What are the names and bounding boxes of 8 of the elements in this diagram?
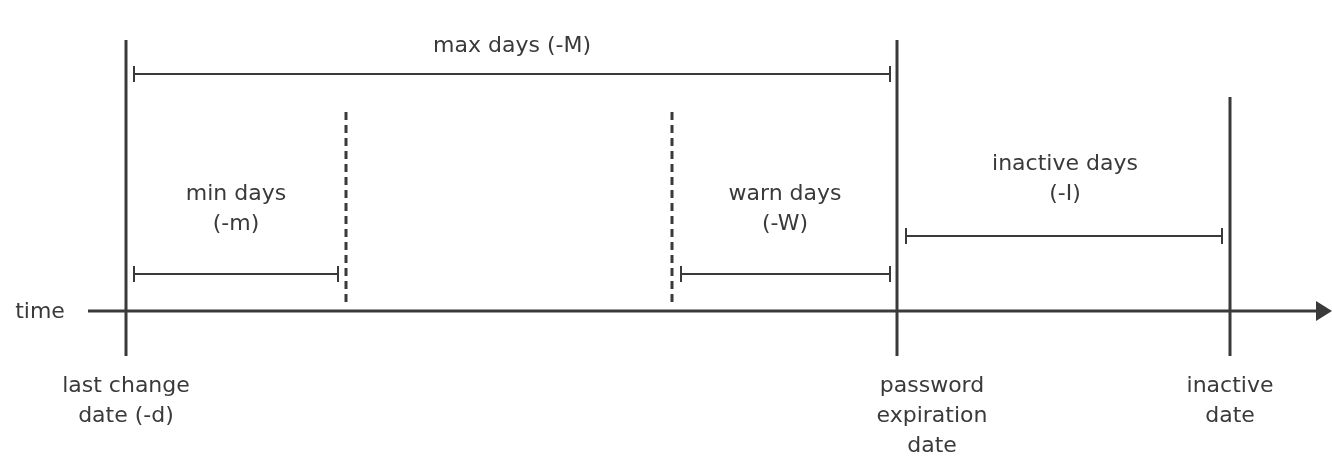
label-text: max days (-M) — [433, 32, 591, 57]
label-text: time — [15, 298, 65, 323]
label-text: last change date (-d) — [62, 372, 190, 427]
label-text: inactive date — [1186, 372, 1274, 427]
label-text: warn days (-W) — [728, 180, 842, 235]
label-text: password expiration date — [876, 372, 988, 457]
label-text: inactive days (-I) — [992, 150, 1138, 205]
label-text: min days (-m) — [185, 180, 287, 235]
